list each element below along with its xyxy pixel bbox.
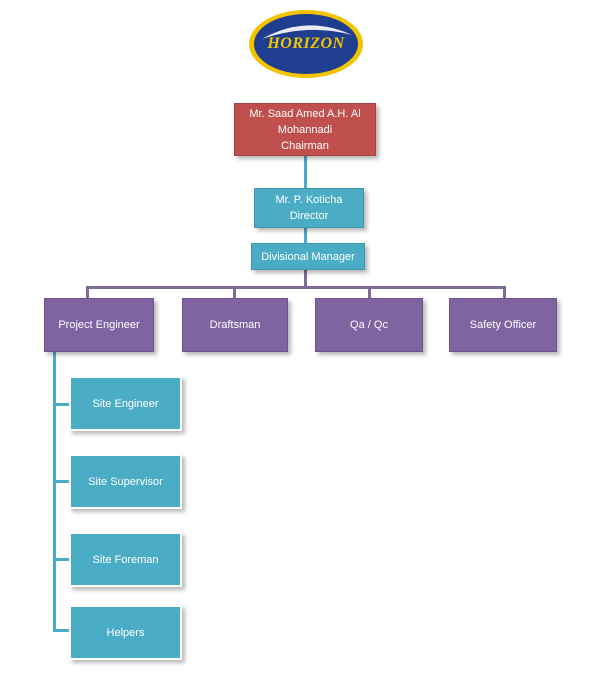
- connector-drop-project-engineer: [86, 286, 89, 298]
- horizon-logo-graphic: [249, 10, 363, 78]
- connector-helpers: [53, 629, 69, 632]
- site-staff-label: Helpers: [106, 626, 145, 639]
- chairman-box: Mr. Saad Amed A.H. Al Mohannadi Chairman: [234, 103, 376, 156]
- site-staff-helpers: Helpers: [69, 605, 182, 660]
- connector-drop-safety: [503, 286, 506, 298]
- connector-site-supervisor: [53, 480, 69, 483]
- divisional-manager-box: Divisional Manager: [251, 243, 365, 270]
- chairman-name-line2: Mohannadi: [277, 123, 333, 136]
- site-staff-label: Site Foreman: [92, 553, 159, 566]
- department-qaqc: Qa / Qc: [315, 298, 423, 352]
- connector-site-engineer: [53, 403, 69, 406]
- department-draftsman: Draftsman: [182, 298, 288, 352]
- department-project-engineer: Project Engineer: [44, 298, 154, 352]
- connector-drop-qaqc: [368, 286, 371, 298]
- connector-horizontal-bar: [86, 286, 506, 289]
- connector-director-manager: [304, 228, 307, 243]
- department-label: Qa / Qc: [350, 319, 388, 331]
- logo-text: HORIZON: [267, 35, 345, 52]
- site-staff-site-engineer: Site Engineer: [69, 376, 182, 431]
- chairman-name-line1: Mr. Saad Amed A.H. Al: [249, 107, 361, 120]
- connector-manager-down: [304, 270, 307, 287]
- connector-site-vertical: [53, 352, 56, 632]
- chairman-title: Chairman: [281, 139, 329, 152]
- site-staff-site-foreman: Site Foreman: [69, 532, 182, 587]
- director-name: Mr. P. Koticha: [275, 194, 343, 206]
- site-staff-label: Site Engineer: [92, 397, 159, 410]
- divisional-manager-label: Divisional Manager: [261, 250, 355, 263]
- connector-drop-draftsman: [233, 286, 236, 298]
- site-staff-label: Site Supervisor: [88, 475, 163, 488]
- connector-site-foreman: [53, 558, 69, 561]
- director-title: Director: [289, 210, 329, 222]
- connector-chairman-director: [304, 156, 307, 188]
- director-box: Mr. P. Koticha Director: [254, 188, 364, 228]
- horizon-logo: HORIZON: [248, 9, 364, 79]
- department-label: Draftsman: [209, 319, 261, 331]
- site-staff-site-supervisor: Site Supervisor: [69, 454, 182, 509]
- department-label: Safety Officer: [469, 319, 537, 331]
- department-label: Project Engineer: [58, 319, 140, 331]
- department-safety-officer: Safety Officer: [449, 298, 557, 352]
